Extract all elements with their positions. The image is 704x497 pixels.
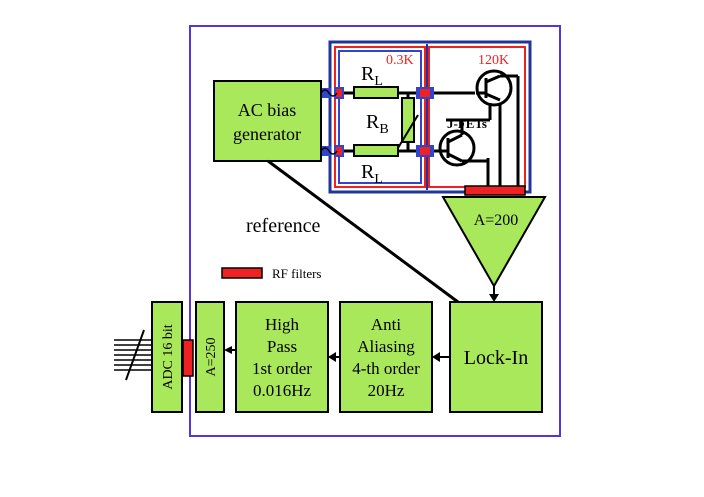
digital-bus-icon — [114, 329, 152, 381]
gain250-label: A=250 — [204, 337, 219, 376]
shield-left-red — [334, 46, 426, 188]
reference-label: reference — [246, 215, 320, 237]
anti-label-3: 4-th order — [352, 359, 420, 378]
shield-outer — [328, 40, 532, 194]
hp-label-4: 0.016Hz — [253, 381, 312, 400]
rf-filter-legend-swatch — [221, 267, 263, 279]
arrow-down-icon — [489, 294, 499, 302]
outer-frame — [189, 25, 561, 437]
lockin-label: Lock-In — [464, 347, 528, 369]
sine-top-icon — [320, 89, 338, 97]
ac-bias-label-2: generator — [233, 124, 301, 144]
rl-top-label: RL — [361, 63, 383, 89]
reference-line — [267, 159, 459, 304]
anti-label-1: Anti — [371, 315, 402, 334]
resistor-rl-top — [353, 86, 399, 99]
gain250-box — [195, 301, 225, 413]
shield-left-blue — [338, 50, 422, 184]
hp-label-2: Pass — [267, 337, 297, 356]
rb-label: RB — [366, 111, 389, 137]
rf-filter-amp-input — [464, 185, 526, 196]
amplifier-a200 — [441, 196, 547, 289]
jfet-top-icon — [475, 69, 520, 107]
lockin-box — [449, 301, 543, 413]
rf-filters-label: RF filters — [272, 266, 321, 281]
fet-value-label: 120K — [478, 53, 509, 68]
adc-box — [151, 301, 183, 413]
resistor-rb — [401, 97, 415, 143]
r-value-label: 0.3K — [386, 53, 414, 68]
resistor-rl-bottom — [353, 144, 399, 157]
arrow-left-icon — [432, 352, 440, 362]
rl-bottom-label: RL — [361, 161, 383, 187]
arrow-left-icon — [328, 352, 336, 362]
rf-filter-adc — [182, 339, 194, 377]
ac-bias-generator-box — [213, 80, 322, 162]
adc-label: ADC 16 bit — [161, 324, 176, 389]
jfet-bottom-icon — [438, 120, 488, 167]
arrow-left-icon — [224, 346, 232, 354]
anti-label-4: 20Hz — [368, 381, 405, 400]
hp-label-3: 1st order — [252, 359, 312, 378]
rb-variable-arrow — [397, 114, 419, 149]
hp-label-1: High — [265, 315, 300, 334]
jfets-label: J-FETs — [447, 116, 487, 131]
ac-bias-label-1: AC bias — [238, 100, 297, 120]
anti-aliasing-box — [339, 301, 433, 413]
high-pass-box — [235, 301, 329, 413]
amp-gain-label: A=200 — [474, 212, 519, 229]
connectors — [322, 87, 434, 157]
sine-bottom-icon — [320, 147, 338, 155]
anti-label-2: Aliasing — [357, 337, 415, 356]
